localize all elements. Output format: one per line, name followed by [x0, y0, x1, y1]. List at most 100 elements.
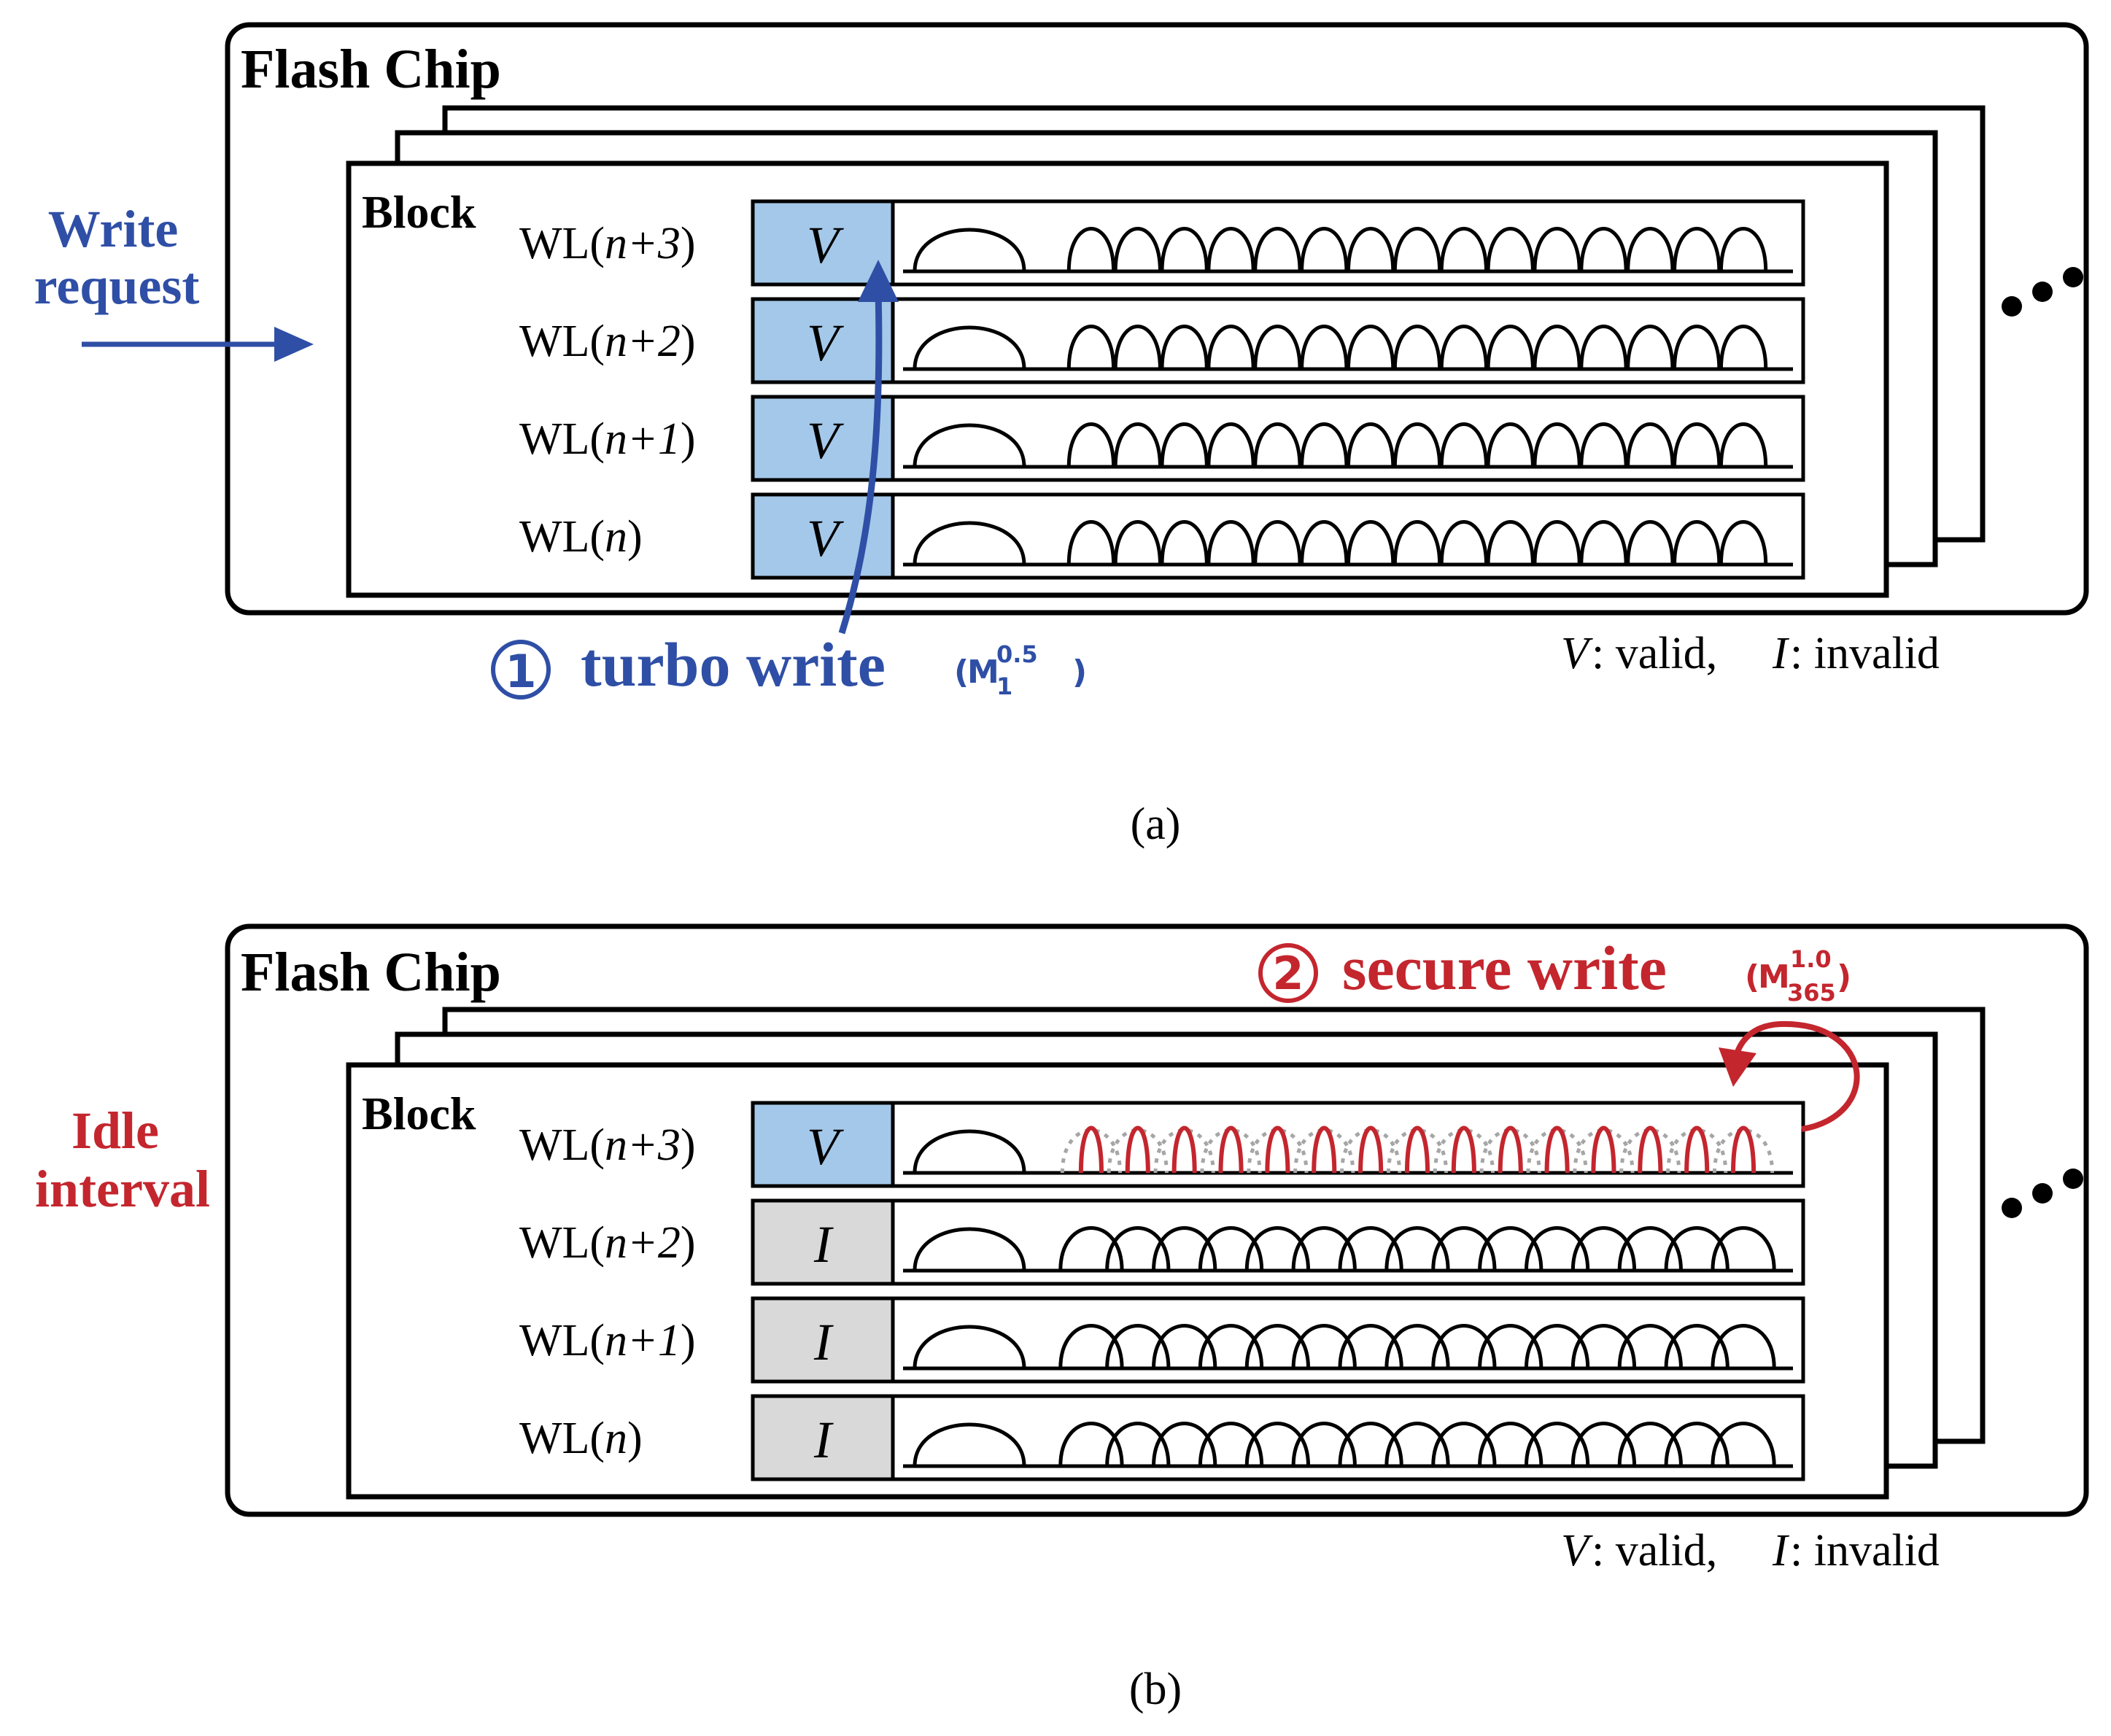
turbo-write-label: 1 turbo write ( M 1 0.5 )	[491, 629, 1087, 700]
program-state-distribution-secure	[1078, 1125, 1104, 1174]
input-label-line1-a: Write	[48, 200, 179, 258]
program-state-distribution	[1524, 1226, 1590, 1271]
caption-a: (a)	[1131, 799, 1181, 849]
wordline-row: WL(n)I	[519, 1394, 1805, 1481]
program-state-distribution	[1673, 325, 1721, 370]
legend-i-text-b: : invalid	[1790, 1526, 1940, 1576]
flash-chip-label-a: Flash Chip	[241, 39, 501, 100]
turbo-write-arrow	[838, 291, 883, 635]
wordline-label-var: n	[605, 219, 627, 268]
wordline-label: WL(n+2)	[519, 1218, 696, 1268]
wordline-label-offset: +2	[627, 317, 681, 366]
program-state-distribution-old	[1433, 1128, 1495, 1174]
wordline-row: WL(n+3)V	[519, 199, 1805, 287]
more-chips-icon-b	[2002, 1169, 2083, 1218]
secure-write-arrowhead	[1719, 1047, 1756, 1087]
op-mode-sup-b: 1.0	[1790, 945, 1832, 973]
program-state-distribution	[1346, 227, 1395, 272]
program-state-distribution	[1244, 1324, 1311, 1369]
erase-state-distribution	[913, 1325, 1026, 1369]
program-state-distribution	[1160, 325, 1209, 370]
page-state-label: I	[813, 1411, 834, 1469]
program-state-distribution	[1066, 520, 1116, 565]
wordline-label-var: n	[605, 1414, 627, 1463]
page-state-cell	[751, 1296, 895, 1384]
program-state-distribution	[1617, 1226, 1683, 1271]
op-mode-sub-a: 1	[996, 673, 1012, 700]
program-state-distribution	[1393, 422, 1442, 468]
wordline-label-offset: +1	[627, 1316, 681, 1365]
wordline-label-close: )	[681, 219, 696, 268]
program-state-distribution-old	[1247, 1128, 1309, 1174]
op-number-b: 2	[1272, 947, 1304, 1000]
program-state-distribution	[1533, 422, 1581, 468]
program-state-distribution	[1113, 325, 1162, 370]
program-state-distribution	[1617, 1324, 1683, 1369]
program-state-distribution-secure	[1684, 1125, 1710, 1174]
program-state-distribution	[1478, 1422, 1543, 1467]
secure-write-label: 2 secure write ( M 365 1.0 )	[1258, 933, 1851, 1007]
program-state-distribution-old	[1386, 1128, 1449, 1174]
input-label-line2-b: interval	[35, 1160, 210, 1218]
program-state-distribution	[1393, 227, 1442, 272]
program-state-distribution-old	[1293, 1128, 1355, 1174]
program-state-distribution	[1384, 1226, 1450, 1271]
program-state-distribution	[1105, 1226, 1171, 1271]
wordline-label-offset: +3	[627, 1120, 681, 1170]
wordline-row: WL(n+1)I	[519, 1296, 1805, 1384]
program-state-distribution	[1152, 1324, 1217, 1369]
op-mode-paren-open-a: (	[954, 654, 969, 691]
wordline-label-prefix: WL(	[519, 317, 605, 366]
op-mode-base-b: M	[1758, 958, 1790, 996]
program-state-distribution-secure	[1451, 1125, 1476, 1174]
program-state-distribution	[1626, 520, 1675, 565]
program-state-distribution-secure	[1265, 1125, 1290, 1174]
program-state-distribution	[1338, 1422, 1403, 1467]
op-mode-base-a: M	[967, 654, 999, 691]
program-state-distribution	[1431, 1422, 1497, 1467]
wordline-label-prefix: WL(	[519, 1120, 605, 1170]
panel-b: Flash Chip Block Idle interval WL(n+3)VW…	[35, 923, 2089, 1714]
wordline-label-close: )	[627, 1414, 643, 1463]
block-label-a: Block	[362, 186, 476, 238]
program-state-distribution	[1570, 1422, 1637, 1467]
program-state-distribution	[1105, 1324, 1171, 1369]
program-state-distribution	[1152, 1226, 1217, 1271]
wordline-label: WL(n+1)	[519, 1316, 696, 1365]
program-state-distribution	[1300, 227, 1349, 272]
program-state-distribution	[1486, 227, 1535, 272]
program-state-distribution	[1673, 422, 1721, 468]
input-label-line1-b: Idle	[71, 1101, 159, 1160]
op-number-a: 1	[505, 645, 536, 698]
program-state-distribution	[1253, 227, 1302, 272]
page-state-cell	[751, 1101, 895, 1188]
wordline-label-var: n	[605, 1316, 627, 1365]
program-state-distribution	[1524, 1324, 1590, 1369]
program-state-distribution	[1533, 520, 1581, 565]
program-state-distribution	[1431, 1226, 1497, 1271]
program-state-distribution	[1066, 422, 1116, 468]
wordline-label-offset: +3	[627, 219, 681, 268]
program-state-distribution	[1524, 1422, 1590, 1467]
legend-i-b: I	[1772, 1526, 1790, 1576]
input-label-line2-a: request	[34, 257, 200, 315]
program-state-distribution	[1066, 227, 1116, 272]
program-state-distribution	[1338, 1226, 1403, 1271]
program-state-distribution	[1664, 1324, 1730, 1369]
program-state-distribution-old	[1712, 1128, 1775, 1174]
legend-i-a: I	[1772, 629, 1790, 678]
caption-b: (b)	[1129, 1665, 1182, 1714]
program-state-distribution	[1206, 227, 1255, 272]
program-state-distribution	[1291, 1422, 1357, 1467]
program-state-distribution	[1664, 1226, 1730, 1271]
program-state-distribution	[1719, 422, 1768, 468]
program-state-distribution	[1105, 1422, 1171, 1467]
page-state-label: V	[807, 314, 844, 372]
page-state-cell	[751, 297, 895, 384]
page-state-label: V	[807, 1117, 844, 1176]
wordline-label-var: n	[605, 317, 627, 366]
wordline-row: WL(n+2)I	[519, 1198, 1805, 1286]
wordline-label-prefix: WL(	[519, 1218, 605, 1268]
program-state-distribution-secure	[1358, 1125, 1384, 1174]
program-state-distribution-old	[1666, 1128, 1728, 1174]
